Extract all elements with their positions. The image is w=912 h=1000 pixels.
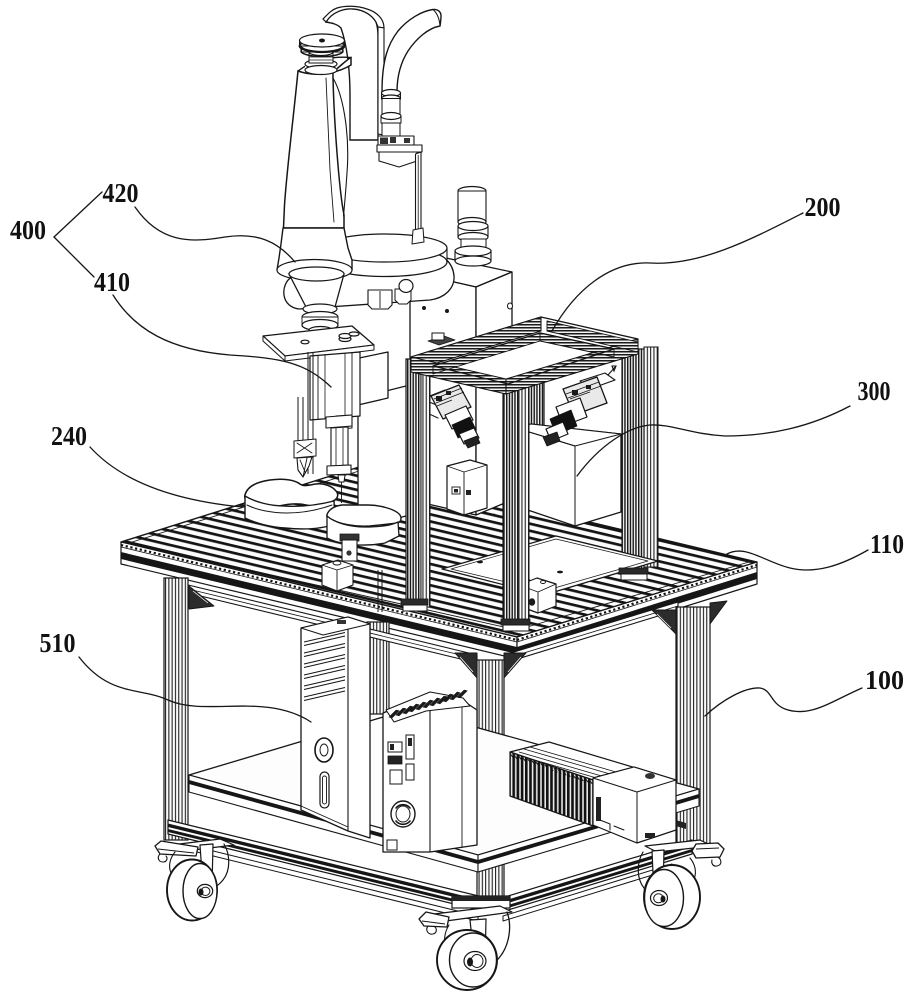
svg-text:400: 400 [10, 215, 46, 245]
svg-text:200: 200 [805, 192, 841, 222]
svg-text:410: 410 [94, 267, 130, 297]
svg-text:300: 300 [858, 376, 891, 406]
svg-text:110: 110 [870, 529, 904, 559]
svg-text:510: 510 [40, 628, 76, 658]
svg-text:100: 100 [865, 665, 904, 695]
svg-text:240: 240 [51, 421, 87, 451]
svg-text:420: 420 [103, 178, 139, 208]
